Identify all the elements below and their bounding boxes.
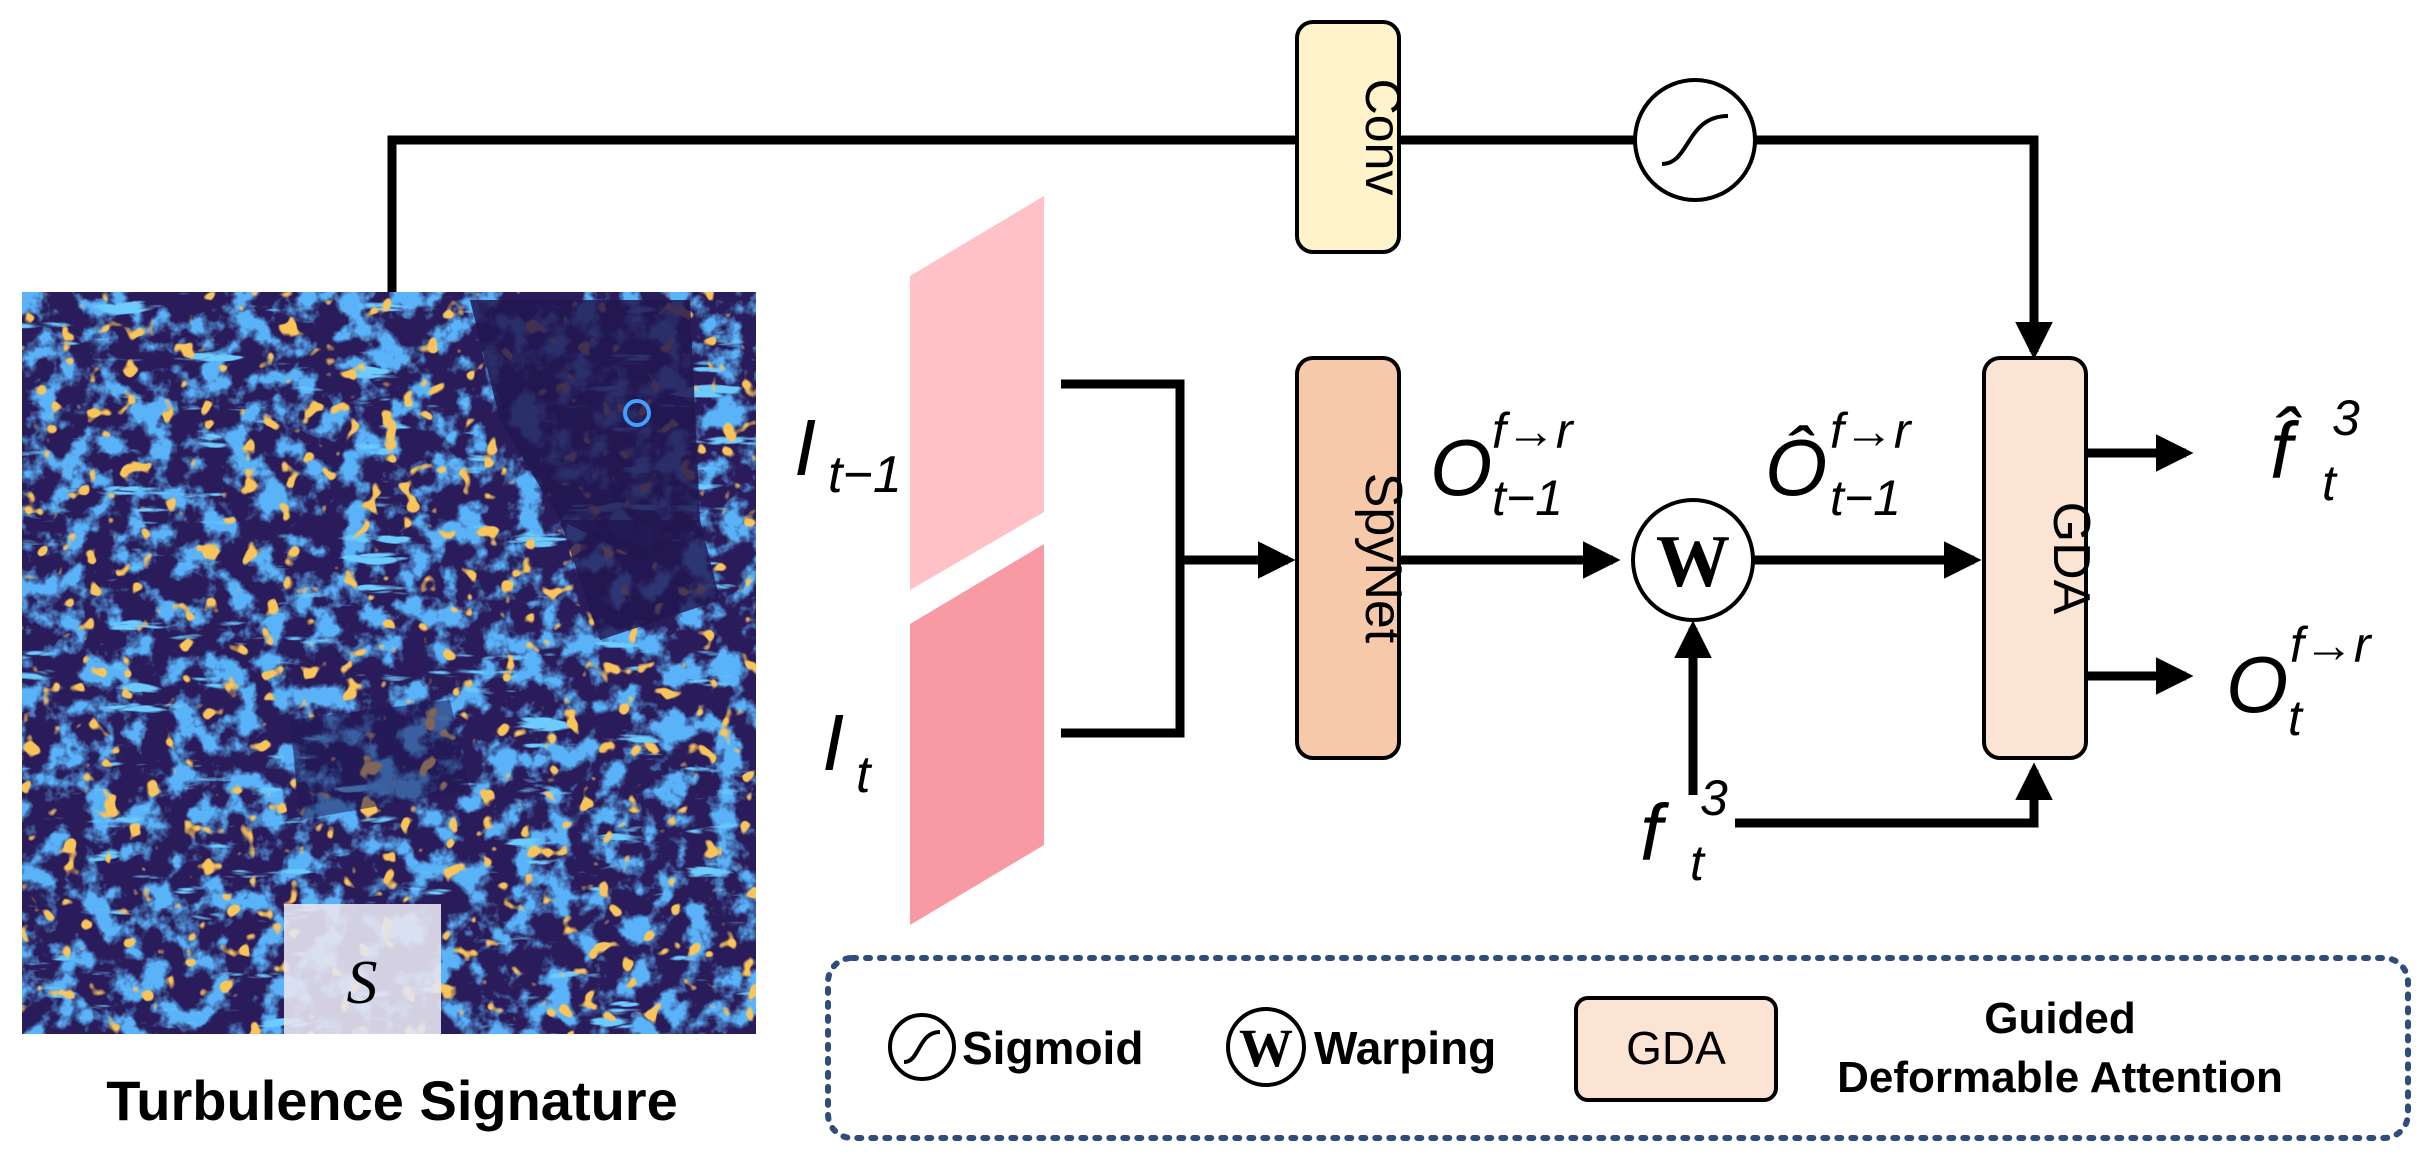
legend-gda-box: GDA [1574, 996, 1778, 1102]
legend-warping-label: Warping [1314, 1022, 1496, 1074]
flow-prev-label: O f→r t−1 [1430, 403, 1575, 526]
image-caption: Turbulence Signature [106, 1069, 677, 1132]
svg-text:t−1: t−1 [1830, 470, 1901, 526]
svg-text:t: t [1690, 835, 1706, 891]
svg-text:f̂: f̂ [2270, 406, 2303, 495]
svg-text:t: t [2322, 455, 2338, 511]
signature-inset-label: S [347, 949, 378, 1017]
warp-node: W [1631, 498, 1755, 622]
legend-gda-desc-line1: Guided [1984, 994, 2136, 1043]
svg-text:I: I [794, 403, 816, 492]
svg-text:Ô: Ô [1765, 423, 1827, 512]
svg-text:t−1: t−1 [1492, 470, 1563, 526]
svg-text:t−1: t−1 [828, 446, 902, 504]
frame-cur-label: I t [822, 698, 873, 804]
svg-text:O: O [2226, 640, 2288, 729]
conv-label: Conv [1355, 79, 1411, 196]
spynet-block: SpyNet [1295, 356, 1412, 760]
svg-text:I: I [822, 698, 844, 787]
svg-text:3: 3 [1700, 770, 1728, 826]
svg-text:GDA: GDA [1626, 1022, 1726, 1074]
gda-label: GDA [2042, 502, 2100, 615]
svg-text:f→r: f→r [1830, 403, 1913, 459]
frames-to-spynet-connector [1061, 379, 1296, 738]
svg-text:f→r: f→r [2290, 617, 2373, 673]
legend-gda-desc-line2: Deformable Attention [1837, 1053, 2283, 1102]
conv-branch-line [387, 135, 2053, 360]
signature-inset-box [284, 904, 441, 1034]
gda-block: GDA [1982, 356, 2100, 760]
flow-out-label: O f→r t [2226, 617, 2373, 746]
svg-text:3: 3 [2332, 390, 2360, 446]
legend-sigmoid-label: Sigmoid [962, 1022, 1143, 1074]
legend-warp-icon: W [1226, 1007, 1306, 1087]
svg-text:O: O [1430, 423, 1492, 512]
flow-prev-hat-label: Ô f→r t−1 [1765, 403, 1913, 526]
warp-symbol: W [1656, 521, 1730, 603]
turbulence-signature-map: S [22, 292, 756, 1034]
conv-block: Conv [1295, 20, 1411, 254]
frame-prev-label: I t−1 [794, 403, 902, 504]
feat-out-label: f̂ 3 t [2270, 390, 2360, 511]
frame-prev-parallelogram [910, 196, 1044, 590]
svg-text:t: t [2288, 690, 2304, 746]
legend: Sigmoid W Warping GDA Guided Deformable … [825, 955, 2411, 1141]
feat-in-label: f 3 t [1640, 770, 1728, 891]
svg-text:W: W [1239, 1018, 1293, 1078]
legend-sigmoid-icon [888, 1013, 956, 1081]
svg-text:f→r: f→r [1492, 403, 1575, 459]
svg-text:t: t [856, 746, 873, 804]
frame-cur-parallelogram [910, 544, 1044, 925]
sigmoid-node [1633, 78, 1757, 202]
feat-to-gda-arrow [1735, 762, 2053, 828]
svg-text:f: f [1640, 788, 1670, 877]
